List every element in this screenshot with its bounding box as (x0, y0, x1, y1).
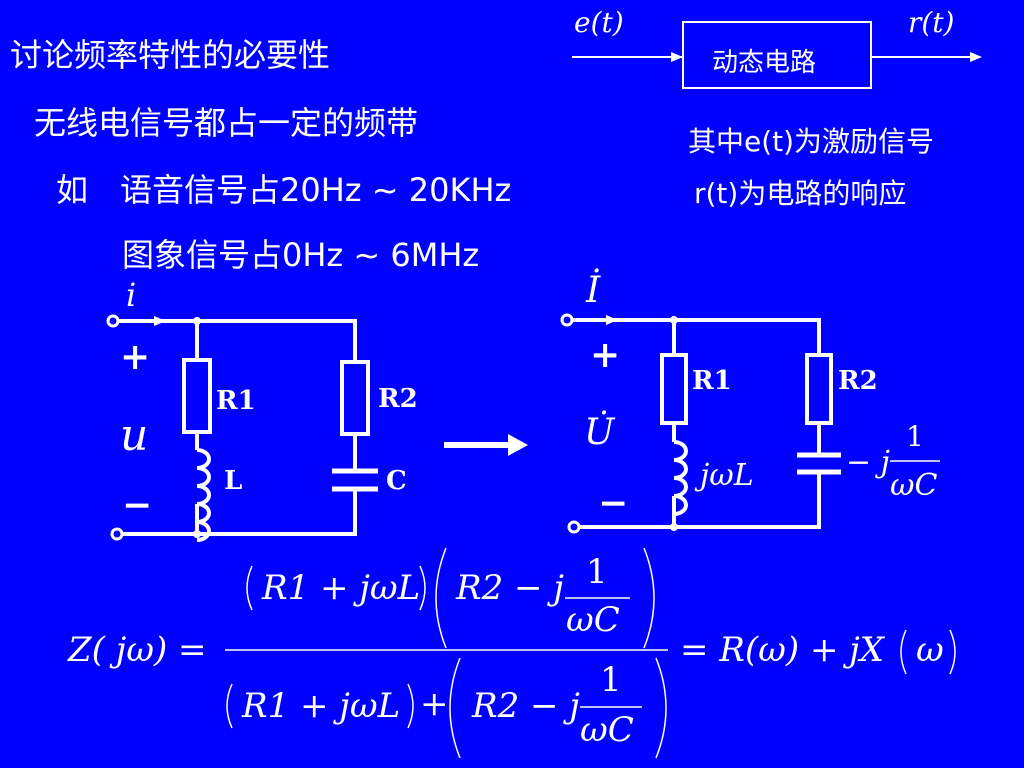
right-current-arrowhead (606, 315, 618, 325)
right-minus-sign: − (598, 482, 629, 524)
numerator-inner-num: 1 (586, 552, 608, 592)
bandwidth-statement: 无线电信号都占一定的频带 (34, 104, 419, 142)
formula-lhs: Z( jω) = (68, 630, 207, 670)
left-bottom-node (193, 530, 201, 538)
denominator-inner-num: 1 (600, 660, 622, 700)
rhs-paren-right (949, 629, 956, 675)
numerator-inner-den: ωC (566, 600, 620, 640)
right-capacitor-denominator: ωC (890, 468, 938, 503)
left-c-label: C (386, 466, 407, 496)
numerator-factor2: R2 − j (456, 568, 564, 608)
left-plus-sign: + (120, 336, 151, 378)
left-top-terminal (106, 314, 120, 328)
input-arrowhead (671, 52, 683, 62)
left-r1-label: R1 (216, 386, 256, 416)
right-capacitor-j: − j (846, 445, 890, 480)
response-note: r(t)为电路的响应 (694, 177, 907, 210)
right-top-wire (572, 318, 821, 355)
dynamic-circuit-label: 动态电路 (712, 48, 817, 78)
den-paren2-right (655, 657, 667, 759)
block-diagram (572, 21, 982, 89)
output-signal-label: r(t) (908, 6, 955, 39)
left-inductor (196, 448, 211, 542)
left-l-label: L (224, 466, 243, 496)
left-top-node (193, 317, 201, 325)
formula-rhs-argument: ω (916, 630, 944, 670)
left-current-arrowhead (154, 316, 166, 326)
right-bottom-node (670, 523, 678, 531)
right-inductor-impedance: jωL (700, 458, 754, 493)
num-paren2-right (643, 547, 655, 649)
right-r2-resistor (805, 353, 833, 425)
right-top-node (670, 316, 678, 324)
dynamic-circuit-box (682, 21, 872, 89)
right-circuit (560, 313, 940, 534)
slide-heading: 讨论频率特性的必要性 (10, 36, 331, 74)
denominator-term2: R2 − j (472, 686, 580, 726)
right-voltage-phasor-label: U̇ (584, 412, 615, 453)
output-arrowhead (970, 52, 982, 62)
rhs-paren-left (900, 629, 907, 675)
den-paren2-left (449, 657, 461, 759)
num-paren2-left (435, 547, 447, 649)
denominator-inner-den: ωC (580, 710, 634, 750)
num-paren1-left (246, 565, 253, 611)
right-r1-resistor (660, 353, 688, 425)
denominator-plus: + (420, 684, 449, 724)
left-minus-sign: − (122, 484, 153, 526)
denominator-term1: R1 + jωL (242, 686, 401, 726)
left-circuit (106, 314, 378, 542)
numerator-factor1: R1 + jωL (262, 568, 421, 608)
left-bottom-terminal (110, 527, 124, 541)
input-signal-label: e(t) (574, 6, 624, 39)
num-paren1-right (419, 565, 426, 611)
right-inductor (673, 440, 688, 516)
excitation-note: 其中e(t)为激励信号 (688, 125, 935, 158)
right-r2-label: R2 (838, 366, 878, 396)
right-plus-sign: + (590, 334, 621, 376)
den-paren1-right (407, 683, 414, 729)
left-current-label: i (126, 276, 137, 314)
formula-lines (225, 547, 956, 759)
right-capacitor-numerator: 1 (906, 420, 924, 453)
right-r1-label: R1 (692, 366, 732, 396)
transform-arrow (444, 434, 528, 456)
left-voltage-label: u (120, 410, 149, 461)
example-prefix: 如 (56, 171, 89, 209)
den-paren1-left (226, 683, 233, 729)
left-r2-resistor (340, 360, 370, 436)
right-bottom-wire (579, 472, 821, 529)
left-top-wire (118, 319, 357, 362)
left-r1-resistor (182, 358, 212, 434)
image-band-line: 图象信号占0Hz ~ 6MHz (122, 236, 480, 274)
right-bottom-terminal (567, 520, 581, 534)
left-r2-label: R2 (378, 384, 418, 414)
formula-rhs: = R(ω) + jX (680, 630, 884, 670)
speech-band-line: 语音信号占20Hz ~ 20KHz (120, 171, 512, 209)
right-top-terminal (560, 313, 574, 327)
right-current-phasor-label: İ (586, 270, 601, 311)
